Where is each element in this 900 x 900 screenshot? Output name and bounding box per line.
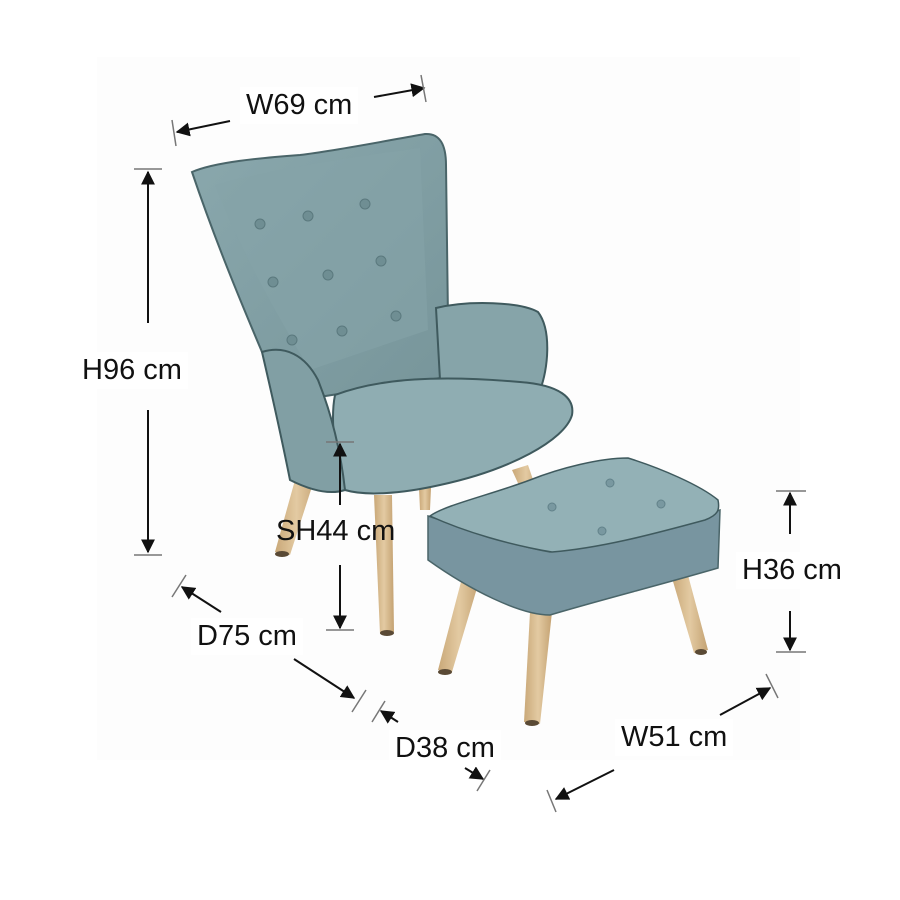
ottoman-top	[428, 457, 720, 553]
stool-depth-label: D38 cm	[389, 730, 501, 767]
chair-width-label: W69 cm	[240, 87, 359, 124]
chair-height-label: H96 cm	[76, 352, 188, 389]
chair-left-armrest	[260, 348, 347, 493]
stool-width-label: W51 cm	[615, 719, 734, 756]
stool-height-label: H36 cm	[736, 552, 848, 589]
chair-right-armrest	[434, 302, 549, 392]
chair-seat	[332, 377, 574, 495]
ottoman-buttons	[547, 478, 666, 536]
chair-depth-label: D75 cm	[191, 618, 303, 655]
armchair	[190, 132, 574, 636]
tufting-buttons	[254, 198, 402, 346]
ottoman	[427, 457, 721, 726]
dimension-lines	[134, 74, 806, 813]
seat-height-label: SH44 cm	[276, 515, 396, 547]
